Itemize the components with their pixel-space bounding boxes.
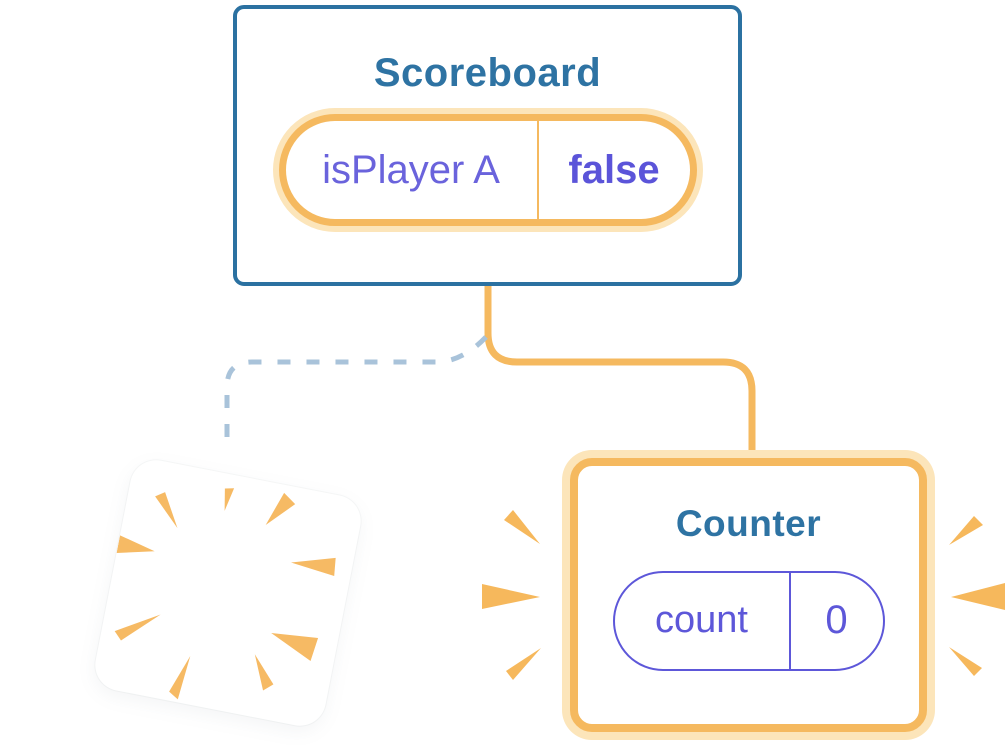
destroyed-component-card (90, 455, 366, 731)
emphasis-spark-icon (482, 510, 541, 680)
state-value: 0 (825, 598, 848, 643)
emphasis-spark-icon (949, 516, 1005, 676)
scoreboard-title: Scoreboard (373, 51, 602, 95)
scoreboard-component-card: Scoreboard isPlayer A false (233, 5, 742, 286)
state-label: isPlayer A (322, 147, 500, 192)
counter-component-card: Counter count 0 (570, 458, 927, 732)
state-value: false (568, 147, 660, 192)
connector-line-kept (484, 285, 756, 458)
pill-divider (788, 572, 791, 669)
counter-title: Counter (675, 503, 822, 544)
connector-line-destroyed (224, 335, 488, 452)
state-label: count (655, 599, 748, 642)
pill-divider (536, 121, 539, 219)
counter-state-pill: count 0 (612, 570, 885, 671)
scoreboard-state-pill: isPlayer A false (278, 114, 697, 226)
burst-explosion-icon (114, 488, 336, 700)
